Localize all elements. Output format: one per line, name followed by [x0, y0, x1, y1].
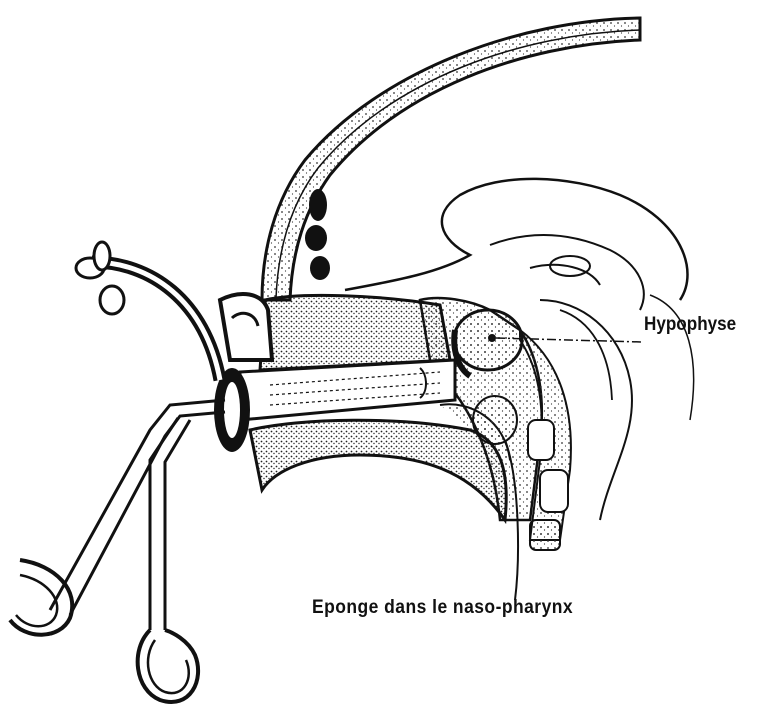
hypophyse-label: Hypophyse — [644, 314, 736, 336]
retractor-handle — [76, 242, 220, 380]
rongeur-forceps — [10, 400, 225, 702]
eponge-caption: Eponge dans le naso-pharynx — [312, 597, 573, 619]
nasal-cavity — [220, 294, 450, 370]
